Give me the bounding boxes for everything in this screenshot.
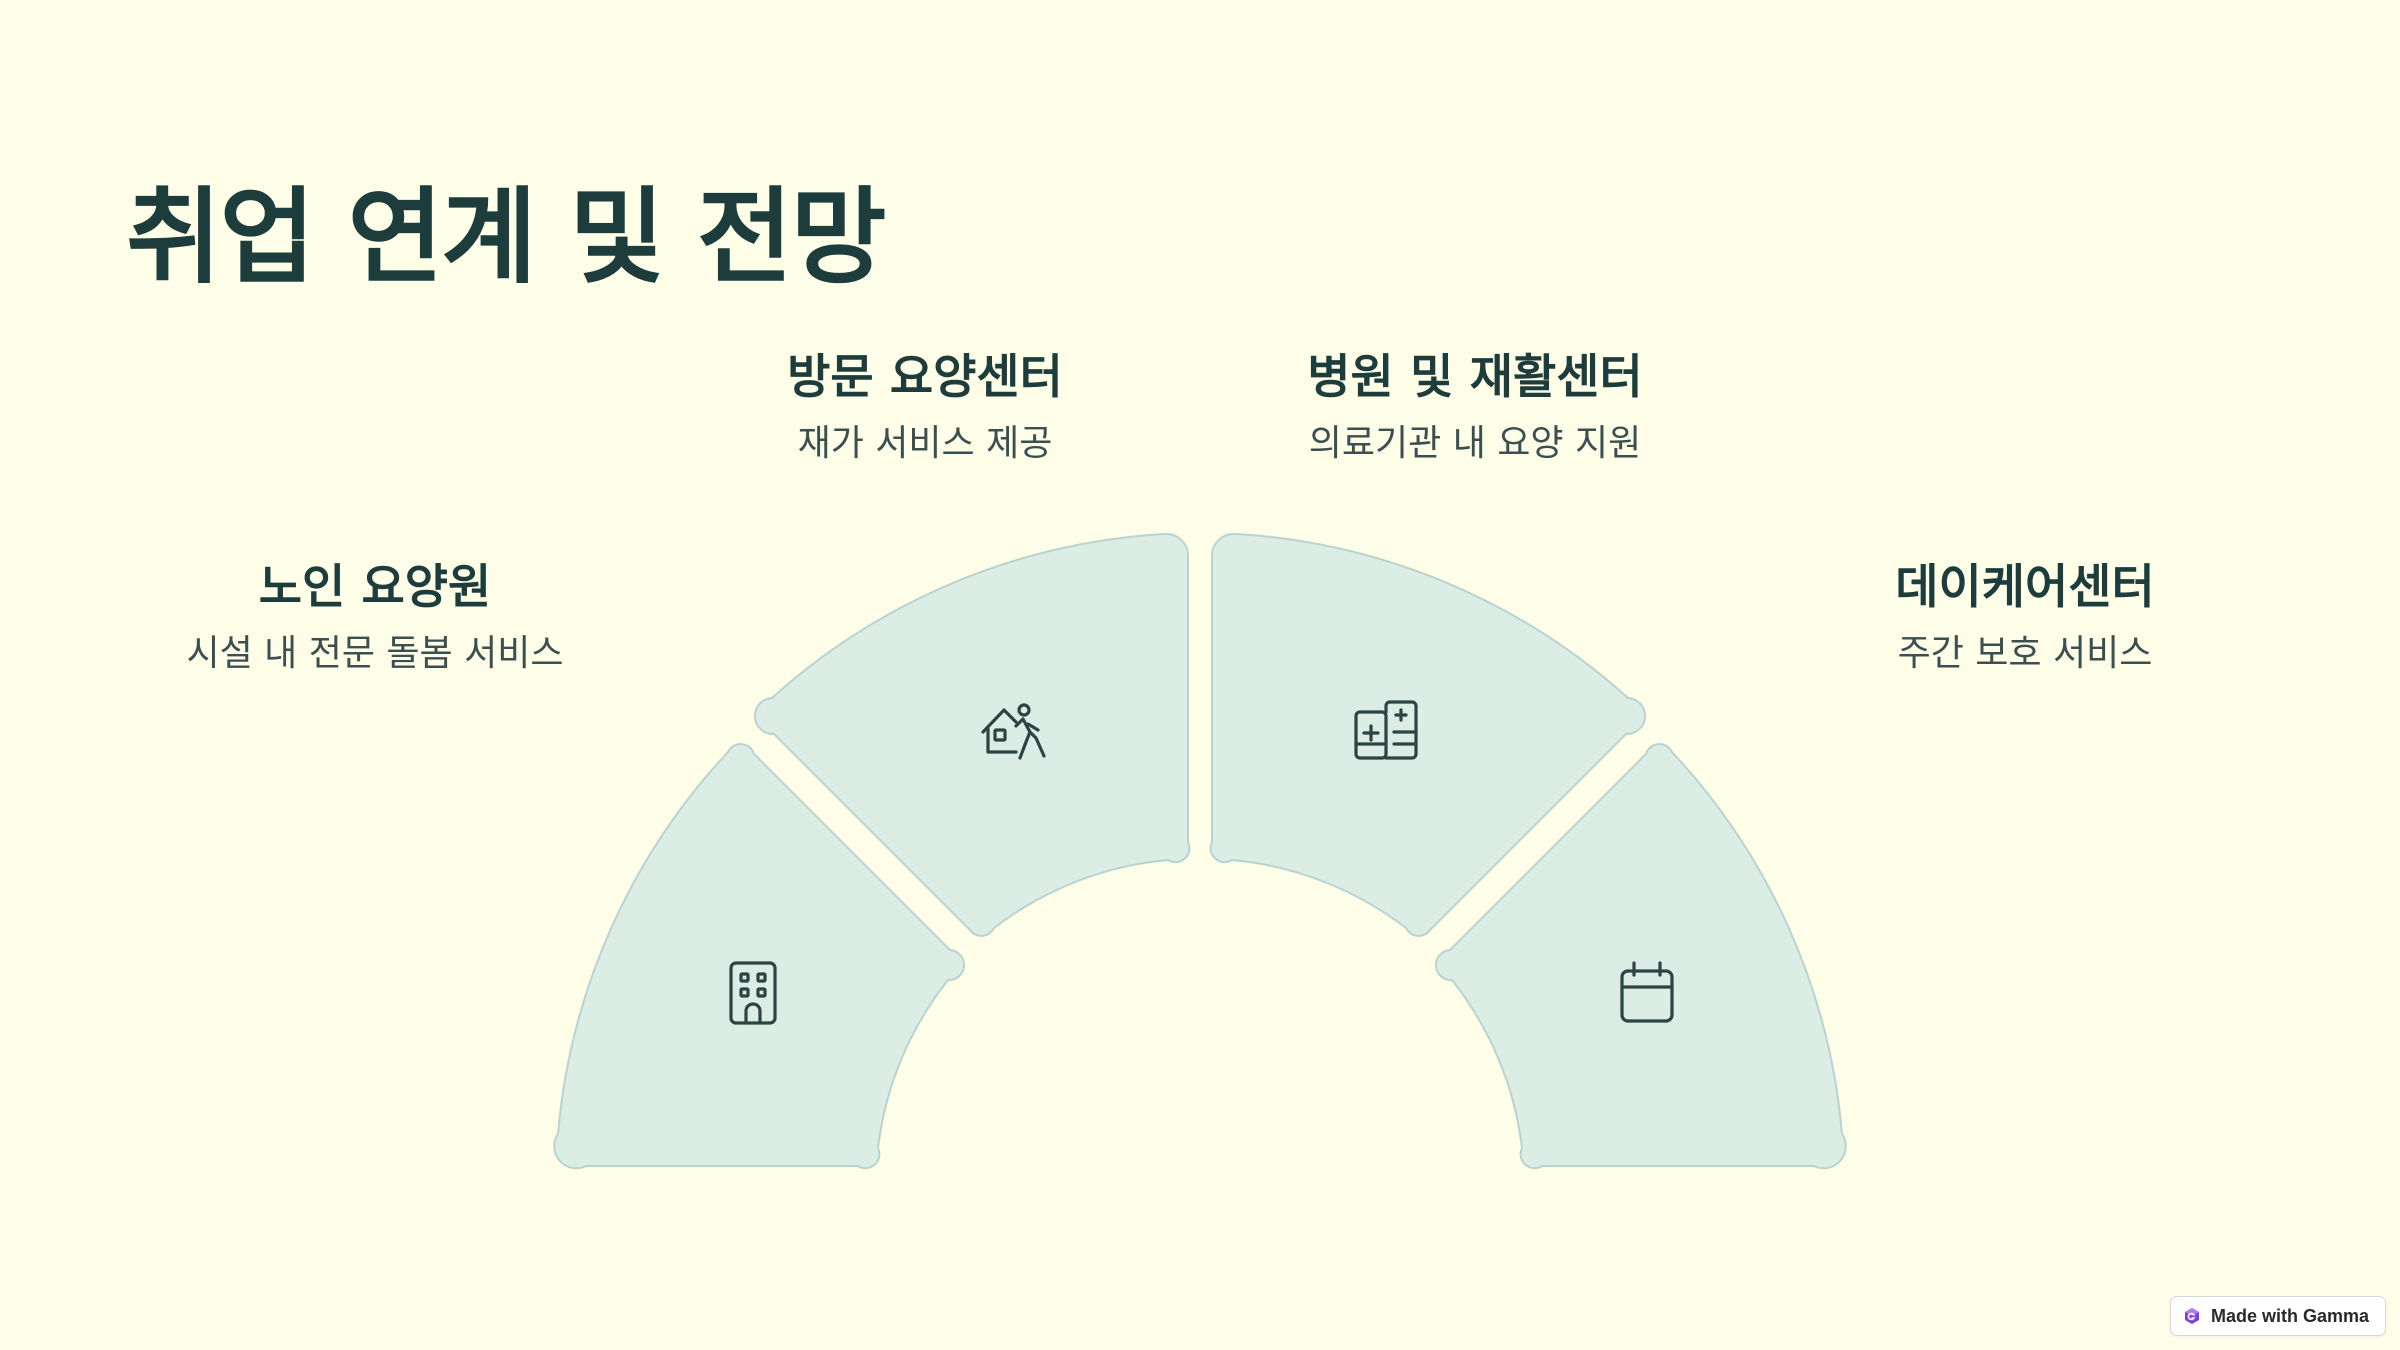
segment-nursing-home xyxy=(553,743,966,1170)
calendar-icon xyxy=(1620,961,1674,1023)
segment-subtitle: 의료기관 내 요양 지원 xyxy=(1308,423,1642,465)
made-with-gamma-badge[interactable]: Made with Gamma xyxy=(2169,1296,2386,1336)
segment-subtitle: 재가 서비스 제공 xyxy=(797,423,1053,465)
segment-title: 병원 및 재활센터 xyxy=(1307,350,1643,405)
home-visit-icon xyxy=(981,703,1046,760)
segment-daycare xyxy=(1434,743,1847,1170)
segment-label-daycare: 데이케어센터 주간 보호 서비스 xyxy=(1765,560,2285,676)
badge-label: Made with Gamma xyxy=(2210,1305,2369,1326)
segment-title: 데이케어센터 xyxy=(1895,560,2155,615)
segment-label-hospital: 병원 및 재활센터 의료기관 내 요양 지원 xyxy=(1215,350,1735,466)
building-icon xyxy=(729,961,777,1025)
segment-title: 노인 요양원 xyxy=(258,560,492,615)
gamma-logo-icon xyxy=(2184,1308,2199,1324)
segment-label-nursing-home: 노인 요양원 시설 내 전문 돌봄 서비스 xyxy=(115,560,635,676)
segment-hospital xyxy=(1209,532,1647,937)
segment-subtitle: 주간 보호 서비스 xyxy=(1897,633,2153,675)
segment-home-visit xyxy=(753,532,1191,937)
page-title: 취업 연계 및 전망 xyxy=(126,176,886,298)
segment-label-home-visit: 방문 요양센터 재가 서비스 제공 xyxy=(665,350,1185,466)
segment-title: 방문 요양센터 xyxy=(787,350,1063,405)
segment-subtitle: 시설 내 전문 돌봄 서비스 xyxy=(186,633,564,675)
hospital-icon xyxy=(1354,700,1418,760)
